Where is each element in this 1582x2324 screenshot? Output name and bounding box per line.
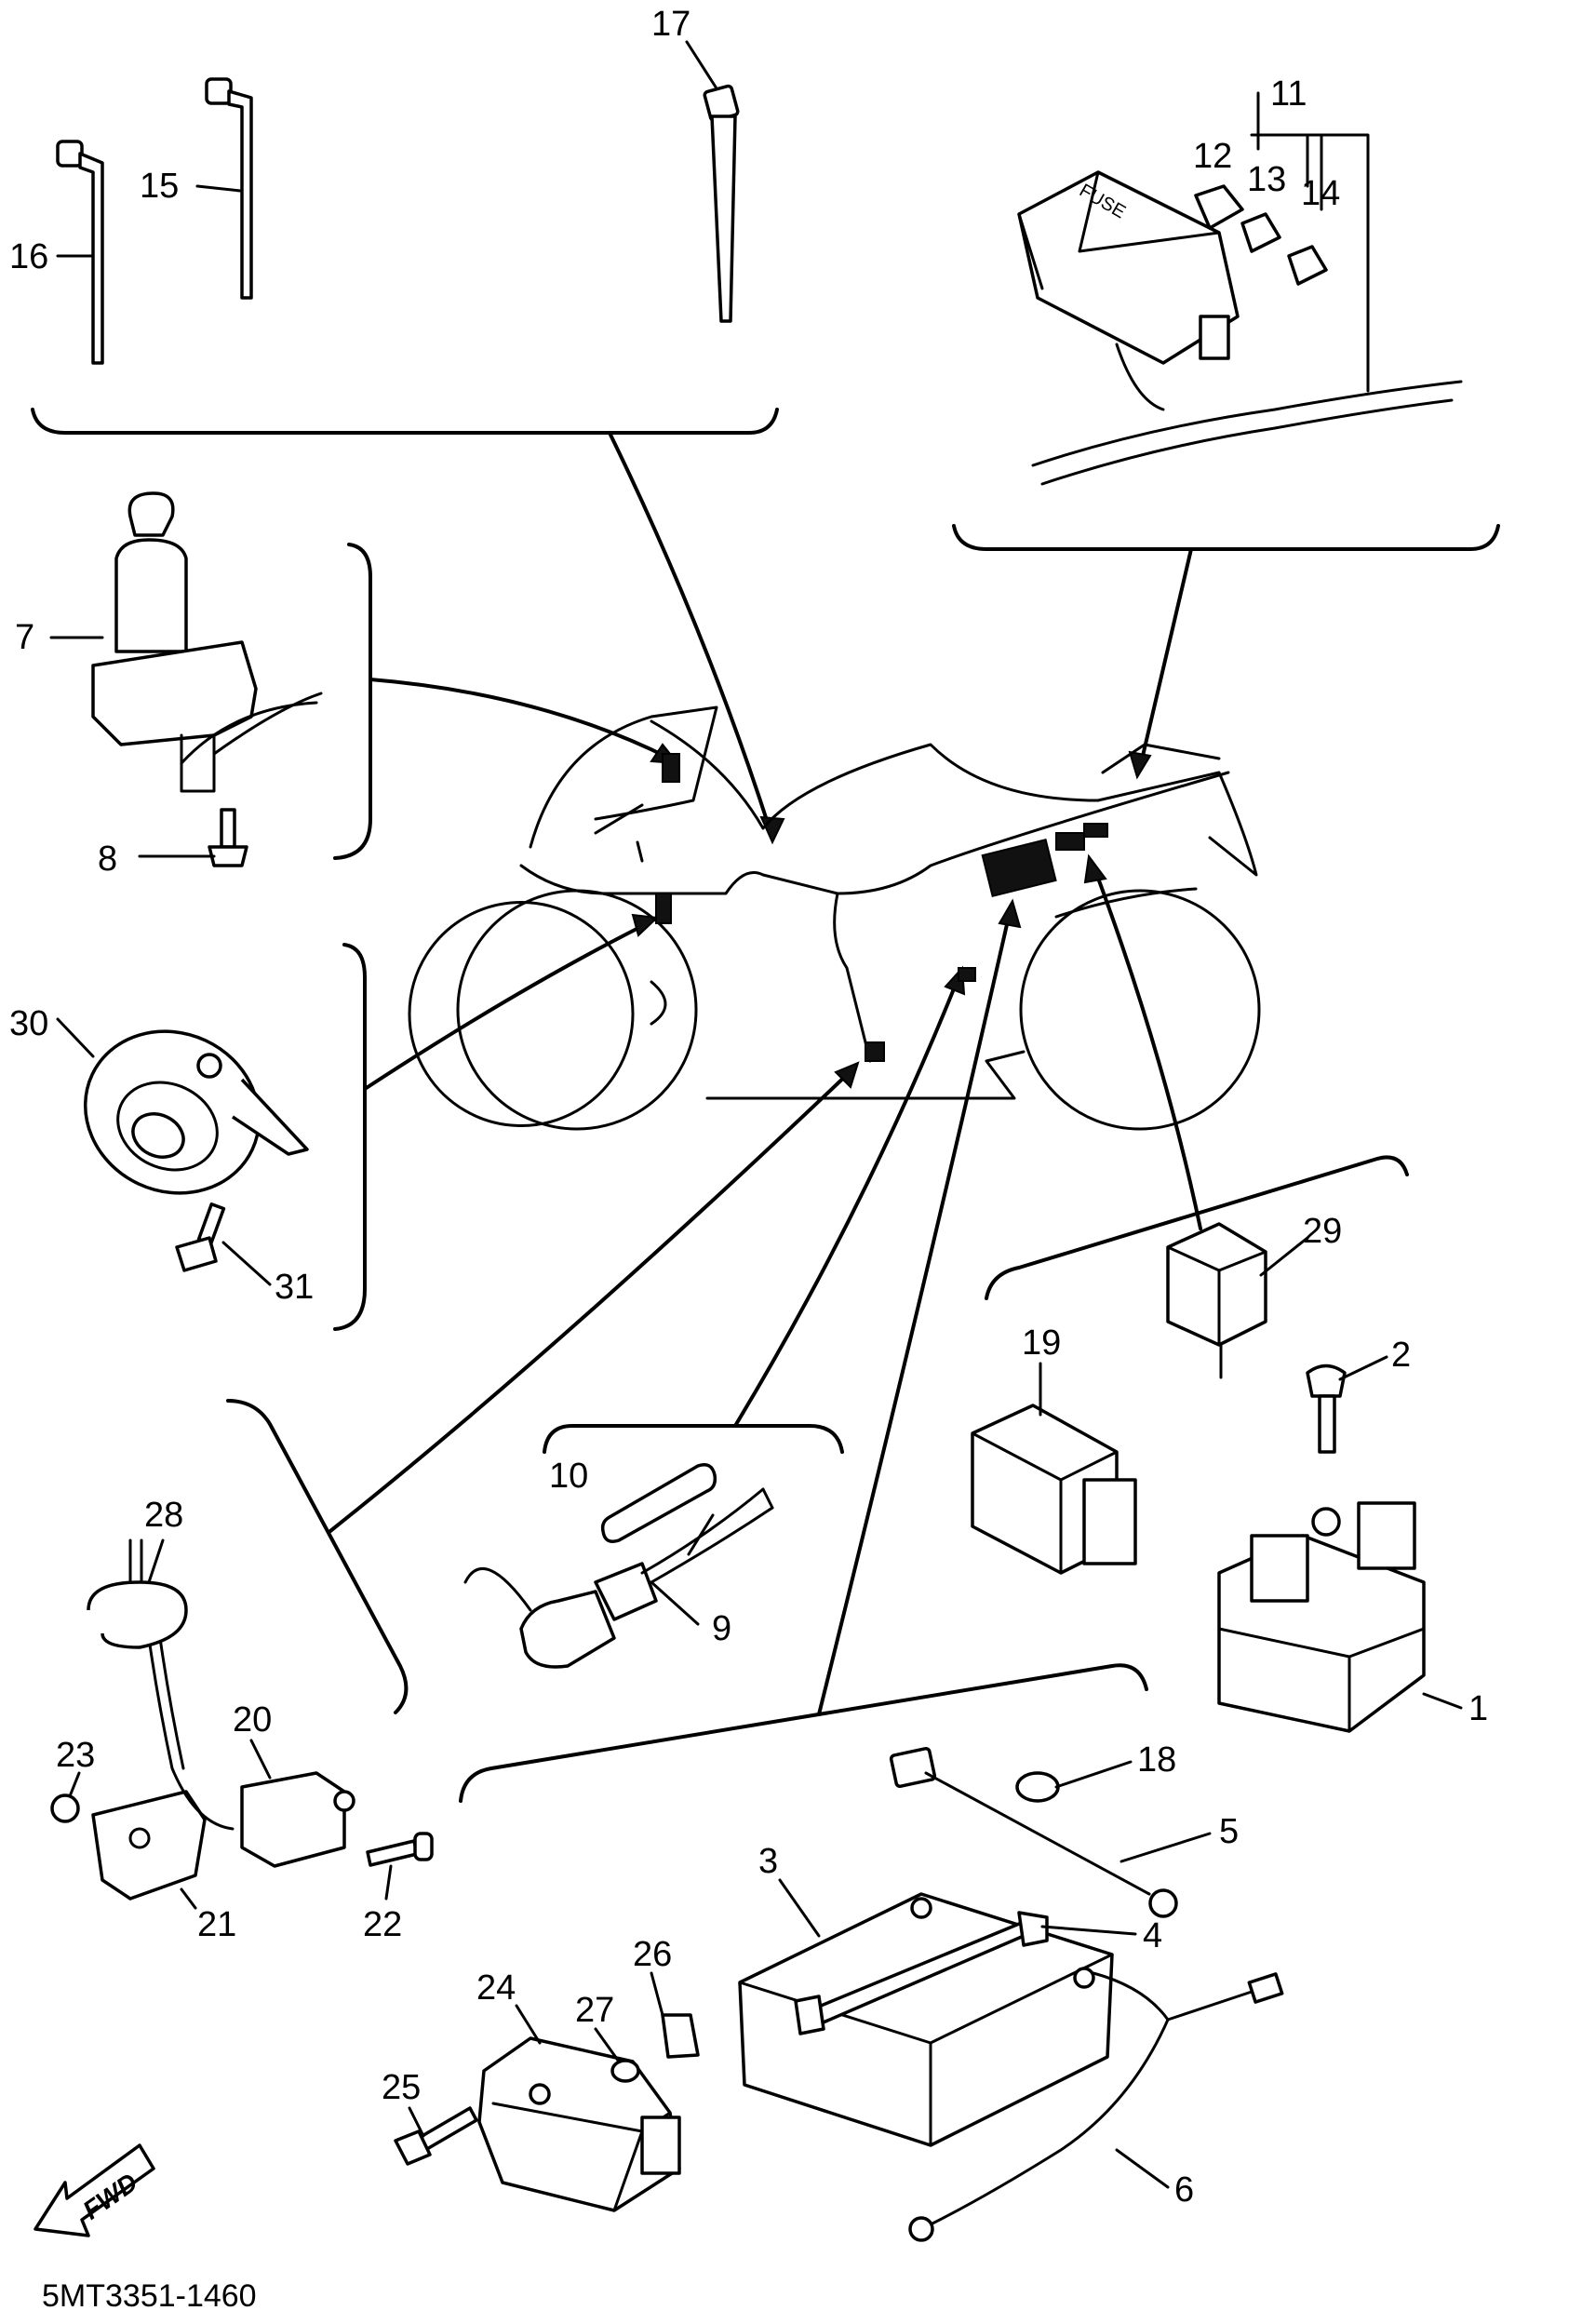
- battery-band-4: [794, 1911, 1049, 2035]
- leader-horn-group: [363, 920, 653, 1091]
- callout-16: 16: [9, 237, 48, 276]
- starter-relay-1: [1217, 1501, 1426, 1733]
- group-bracket-top: [31, 408, 779, 435]
- callout-27: 27: [575, 1991, 614, 2030]
- cable-tie-17: [703, 84, 740, 323]
- callout-10: 10: [549, 1457, 588, 1496]
- fuse-13: [1240, 212, 1281, 253]
- callout-24: 24: [476, 1968, 516, 2008]
- horn-30: [83, 1029, 309, 1195]
- leader-ignition-group: [369, 678, 672, 760]
- bracket-21: [91, 1790, 207, 1901]
- callout-7: 7: [15, 618, 34, 657]
- leader-sensor-group: [733, 975, 960, 1428]
- nut-23: [50, 1793, 80, 1823]
- callout-6: 6: [1174, 2170, 1194, 2210]
- callout-20: 20: [233, 1700, 272, 1740]
- clamp-28: [87, 1538, 235, 1831]
- group-bracket-sensor: [543, 1424, 844, 1454]
- callout-28: 28: [144, 1496, 183, 1535]
- sensor-cover-10: [600, 1463, 717, 1543]
- battery-3: [738, 1892, 1114, 2147]
- callout-2: 2: [1391, 1336, 1411, 1375]
- callout-15: 15: [140, 167, 179, 206]
- callout-22: 22: [363, 1905, 402, 1944]
- callout-4: 4: [1143, 1916, 1162, 1955]
- leader-fuse-group: [1138, 547, 1193, 770]
- screw-22: [366, 1832, 434, 1867]
- callout-18: 18: [1137, 1740, 1176, 1780]
- callout-3: 3: [758, 1842, 778, 1881]
- callout-5: 5: [1219, 1812, 1239, 1851]
- motorcycle-outline: [408, 705, 1261, 1131]
- callout-leaders: [49, 40, 1463, 2189]
- bolt-31: [175, 1202, 226, 1272]
- cable-band-16: [56, 140, 104, 365]
- relay-29: [1166, 1222, 1267, 1379]
- callout-25: 25: [382, 2068, 421, 2107]
- callout-23: 23: [56, 1736, 95, 1775]
- group-bracket-fuse: [952, 524, 1500, 551]
- fuse-box: FUSE: [1017, 170, 1463, 486]
- callout-14: 14: [1301, 174, 1340, 213]
- callout-17: 17: [651, 5, 690, 44]
- neutral-sensor-9: [463, 1487, 774, 1669]
- clip-26: [661, 2013, 700, 2059]
- cable-5: [889, 1746, 1178, 1918]
- bolt-25: [394, 2106, 478, 2166]
- leader-sidestand-group: [328, 1068, 853, 1533]
- leader-relay-group: [1092, 864, 1202, 1230]
- callout-labels: 16 15 17 11 12 13 14 7 8 30 31 29 2 19 1…: [9, 5, 1488, 2210]
- callout-21: 21: [197, 1905, 236, 1944]
- cable-band-15: [205, 77, 253, 300]
- callout-12: 12: [1193, 137, 1232, 176]
- bolt-2: [1306, 1364, 1347, 1454]
- washer-27: [610, 2059, 640, 2083]
- callout-9: 9: [712, 1609, 731, 1648]
- relay-19: [971, 1404, 1137, 1575]
- callout-8: 8: [98, 840, 117, 879]
- forward-direction-arrow: FWD: [34, 2143, 155, 2237]
- group-bracket-sidestand: [226, 1399, 409, 1714]
- callout-29: 29: [1303, 1212, 1342, 1251]
- main-switch-7: [91, 491, 323, 793]
- callout-11: 11: [1270, 74, 1307, 114]
- callout-13: 13: [1247, 160, 1286, 199]
- sidestand-switch-20: [240, 1771, 355, 1868]
- group-bracket-ignition: [333, 543, 372, 860]
- callout-26: 26: [633, 1935, 672, 1974]
- cable-6: [908, 1971, 1284, 2242]
- fuse-14: [1287, 245, 1328, 286]
- screw-8: [208, 808, 248, 867]
- callout-19: 19: [1022, 1323, 1061, 1363]
- callout-30: 30: [9, 1004, 48, 1043]
- band-18: [1015, 1771, 1060, 1803]
- callout-1: 1: [1468, 1689, 1488, 1728]
- callout-31: 31: [275, 1268, 314, 1307]
- diagram-code: 5MT3351-1460: [42, 2278, 257, 2314]
- leader-top-group: [608, 431, 774, 840]
- group-bracket-horn: [333, 943, 367, 1331]
- fuse-12: [1194, 184, 1244, 230]
- rectifier-regulator-24: [477, 2036, 681, 2212]
- group-bracket-battery: [459, 1663, 1148, 1803]
- leader-battery-group: [817, 910, 1012, 1716]
